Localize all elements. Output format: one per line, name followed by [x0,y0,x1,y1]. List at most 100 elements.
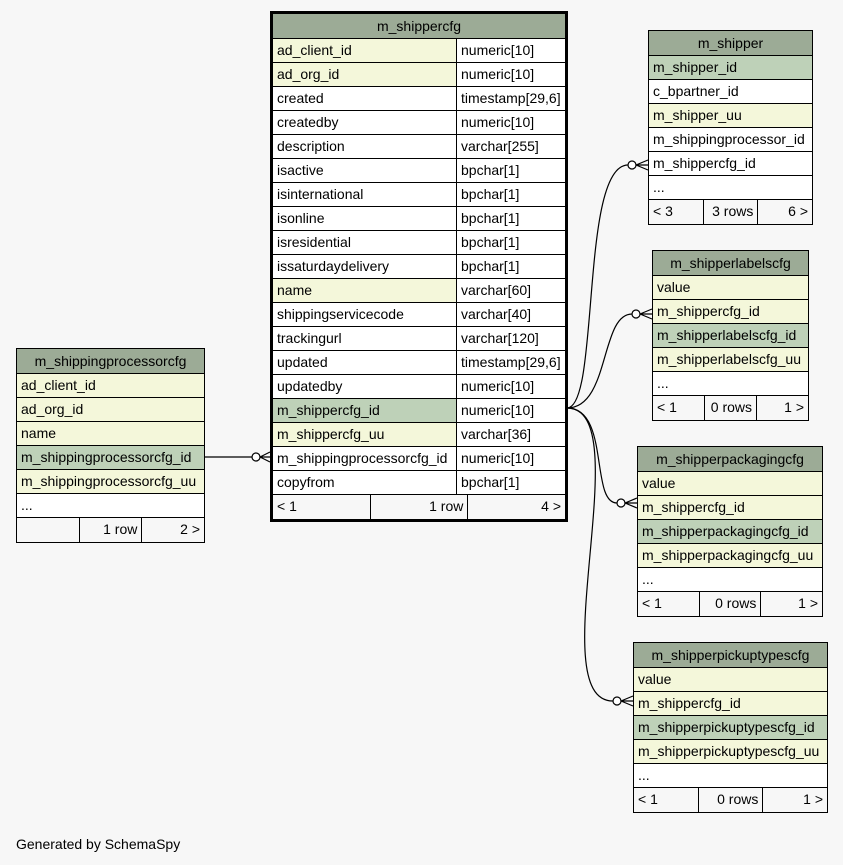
table-title[interactable]: m_shipperlabelscfg [653,251,808,276]
column-type: timestamp[29,6] [456,87,565,110]
column-row[interactable]: m_shipperpickuptypescfg_id [634,716,827,740]
column-row[interactable]: ... [649,176,812,200]
footer-children-link[interactable]: 1 > [760,592,822,616]
column-name: ... [638,568,822,591]
table-title[interactable]: m_shipperpickuptypescfg [634,643,827,668]
footer-row-count: 1 row [78,518,142,542]
column-row[interactable]: name [17,422,204,446]
footer-row-count: 0 rows [698,592,761,616]
column-row[interactable]: ad_client_id [17,374,204,398]
table-title[interactable]: m_shippingprocessorcfg [17,349,204,374]
column-name: updated [273,351,456,374]
column-row[interactable]: m_shippingprocessorcfg_id [17,446,204,470]
column-row[interactable]: ... [638,568,822,592]
column-row[interactable]: m_shippercfg_id [638,496,822,520]
column-type: bpchar[1] [456,207,565,230]
footer-row-count: 3 rows [702,200,758,224]
column-name: m_shippingprocessor_id [649,128,812,151]
column-row[interactable]: m_shipperpackagingcfg_id [638,520,822,544]
footer-parents-link[interactable] [17,518,79,542]
footer-children-link[interactable]: 1 > [756,396,808,420]
column-name: m_shippingprocessorcfg_uu [17,470,204,493]
column-name: value [638,472,822,495]
column-row[interactable]: m_shipper_id [649,56,812,80]
column-row[interactable]: value [653,276,808,300]
footer-row-count: 0 rows [697,788,763,812]
column-name: m_shippingprocessorcfg_id [17,446,204,469]
column-row[interactable]: m_shipperpackagingcfg_uu [638,544,822,568]
footer-parents-link[interactable]: < 1 [277,498,297,514]
column-row[interactable]: ... [17,494,204,518]
column-type: bpchar[1] [456,255,565,278]
column-row[interactable]: m_shipperlabelscfg_id [653,324,808,348]
column-row[interactable]: m_shippercfg_id [649,152,812,176]
footer-children-link[interactable]: 4 > [467,495,565,519]
footer-parents-link[interactable]: < 1 [638,791,658,807]
column-name: m_shippercfg_id [273,399,456,422]
footer-children-link[interactable]: 6 > [757,200,812,224]
column-name: m_shipper_id [649,56,812,79]
column-row[interactable]: m_shipperpickuptypescfg_uu [634,740,827,764]
column-type: numeric[10] [456,111,565,134]
column-row[interactable]: value [634,668,827,692]
column-row[interactable]: value [638,472,822,496]
footer-parents-link[interactable]: < 1 [657,399,677,415]
column-row[interactable]: ... [653,372,808,396]
column-row[interactable]: m_shipperlabelscfg_uu [653,348,808,372]
column-type: bpchar[1] [456,231,565,254]
table-title[interactable]: m_shipperpackagingcfg [638,447,822,472]
column-name: m_shipperpackagingcfg_id [638,520,822,543]
column-type: numeric[10] [456,447,565,470]
column-row[interactable]: ... [634,764,827,788]
footer-parents-link[interactable]: < 1 [642,595,662,611]
column-name: ... [634,764,827,787]
column-type: numeric[10] [456,375,565,398]
column-row[interactable]: m_shippingprocessorcfg_uu [17,470,204,494]
column-name: m_shipperlabelscfg_uu [653,348,808,371]
footer-children-link[interactable]: 2 > [141,518,204,542]
table-title[interactable]: m_shippercfg [273,14,565,39]
table-title[interactable]: m_shipper [649,31,812,56]
column-row[interactable]: m_shipper_uu [649,104,812,128]
column-row[interactable]: m_shippercfg_id [634,692,827,716]
footer-parents-link[interactable]: < 3 [653,203,673,219]
column-type: numeric[10] [456,399,565,422]
column-row[interactable]: ad_org_id [17,398,204,422]
column-row[interactable]: c_bpartner_id [649,80,812,104]
column-name: ... [649,176,812,199]
column-name: ad_org_id [17,398,204,421]
column-row[interactable]: m_shippercfg_id [653,300,808,324]
column-row[interactable]: m_shippingprocessor_id [649,128,812,152]
footer-children-link[interactable]: 1 > [762,788,827,812]
